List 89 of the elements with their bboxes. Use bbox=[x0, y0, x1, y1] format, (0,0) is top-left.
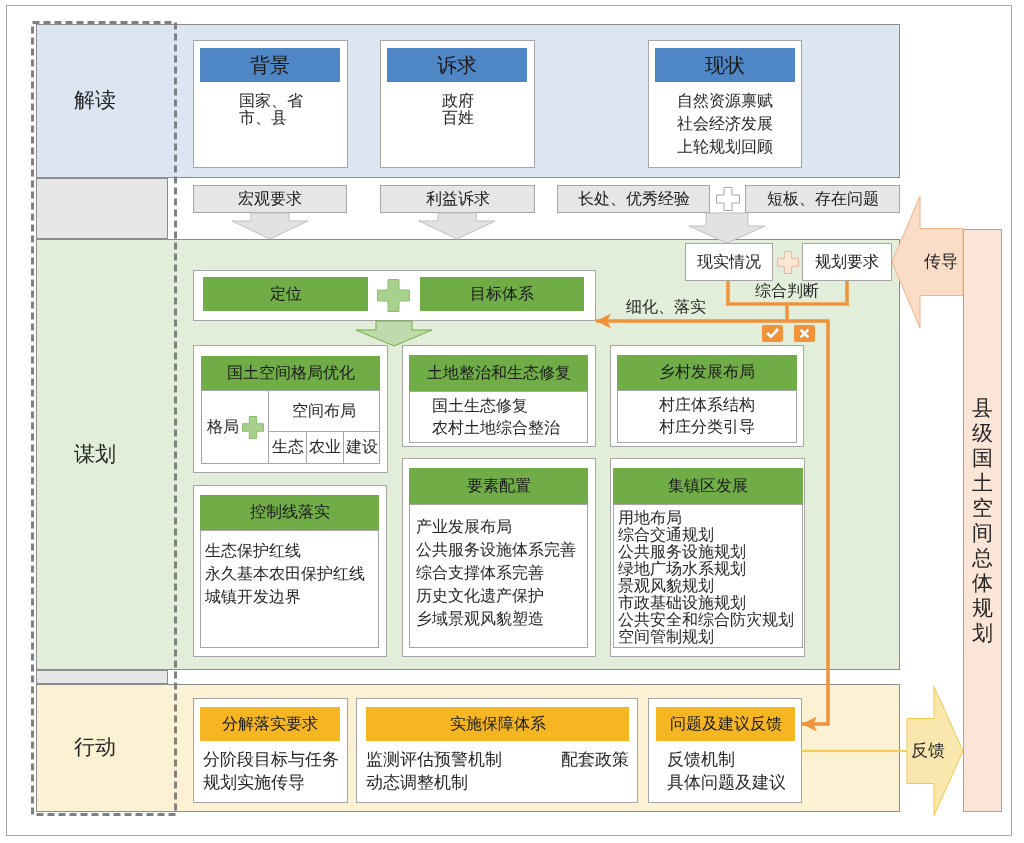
card-text: 生态保护红线 bbox=[205, 541, 301, 561]
card bbox=[648, 40, 802, 168]
connector-line bbox=[845, 281, 849, 302]
card bbox=[193, 345, 388, 473]
block-arrow bbox=[688, 212, 766, 244]
text-box: 短板、存在问题 bbox=[745, 185, 900, 213]
card-text: 公共服务设施规划 bbox=[618, 543, 746, 560]
card bbox=[610, 458, 805, 657]
card-text: 市、县 bbox=[238, 109, 287, 126]
text-box: 长处、优秀经验 bbox=[557, 185, 710, 213]
card-heading: 背景 bbox=[200, 48, 340, 82]
card-text: 社会经济发展 bbox=[677, 114, 773, 134]
card-heading: 乡村发展布局 bbox=[617, 355, 797, 390]
card bbox=[193, 698, 348, 803]
band-label: 谋划 bbox=[74, 441, 116, 468]
card-heading: 分解落实要求 bbox=[200, 707, 340, 741]
card-text: 配套政策 bbox=[561, 749, 629, 771]
band-label: 行动 bbox=[74, 735, 116, 761]
text-box: 宏观要求 bbox=[193, 185, 347, 213]
card-text: 政府 bbox=[441, 92, 474, 109]
card bbox=[402, 345, 596, 447]
vertical-text: 县级国土空间总体规划 bbox=[971, 395, 994, 646]
card-text: 分阶段目标与任务 bbox=[203, 749, 339, 771]
card bbox=[193, 40, 348, 168]
card-heading: 土地整治和生态修复 bbox=[409, 355, 588, 391]
edge-label: 传导 bbox=[922, 251, 960, 273]
card-text: 景观风貌规划 bbox=[618, 577, 714, 594]
card-text: 产业发展布局 bbox=[416, 517, 512, 537]
card-text: 综合支撑体系完善 bbox=[416, 563, 544, 583]
card-heading: 国土空间格局优化 bbox=[201, 356, 380, 390]
card-text: 反馈机制 bbox=[667, 749, 735, 771]
card-text: 综合交通规划 bbox=[618, 526, 714, 543]
text-box: 现实情况 bbox=[685, 243, 773, 281]
card-text: 村庄分类引导 bbox=[659, 417, 755, 437]
block-arrow bbox=[418, 212, 496, 240]
edge-label: 反馈 bbox=[909, 740, 947, 762]
card-text: 国土生态修复 bbox=[432, 396, 528, 416]
card-text: 公共服务设施体系完善 bbox=[416, 540, 576, 560]
label-bar: 目标体系 bbox=[420, 277, 584, 311]
card-text: 监测评估预警机制 bbox=[366, 749, 502, 771]
band bbox=[36, 239, 900, 670]
card-text: 上轮规划回顾 bbox=[677, 137, 773, 157]
arrow bbox=[596, 313, 785, 329]
card-text: 乡域景观风貌塑造 bbox=[416, 609, 544, 629]
card-text: 历史文化遗产保护 bbox=[416, 586, 544, 606]
text-box: 规划要求 bbox=[802, 243, 892, 281]
band-label: 解读 bbox=[74, 88, 116, 114]
block-arrow bbox=[891, 195, 964, 329]
card-heading: 集镇区发展 bbox=[613, 468, 803, 504]
card-heading: 控制线落实 bbox=[200, 495, 379, 530]
card bbox=[610, 345, 804, 447]
text-box: 利益诉求 bbox=[380, 185, 535, 213]
card-text: 用地布局 bbox=[618, 509, 682, 526]
table-cell: 建设 bbox=[343, 431, 380, 464]
card-text: 公共安全和综合防灾规划 bbox=[618, 611, 794, 628]
card-text: 村庄体系结构 bbox=[659, 395, 755, 415]
card-text: 空间管制规划 bbox=[618, 628, 714, 645]
card-heading: 现状 bbox=[655, 48, 795, 82]
vertical-box bbox=[963, 229, 1002, 812]
card-heading: 要素配置 bbox=[409, 468, 588, 504]
card-text: 具体问题及建议 bbox=[667, 772, 786, 794]
card-text: 国家、省 bbox=[238, 92, 303, 109]
card-text: 永久基本农田保护红线 bbox=[205, 564, 365, 584]
annotation: 综合判断 bbox=[753, 281, 821, 301]
card bbox=[193, 485, 387, 657]
block-arrow bbox=[355, 320, 433, 347]
edge-label: 细化、落实 bbox=[624, 297, 708, 317]
block-arrow bbox=[231, 212, 309, 240]
table-cell: 空间布局 bbox=[268, 390, 380, 432]
band bbox=[36, 684, 900, 812]
card bbox=[648, 698, 802, 803]
cell-text: 格局 bbox=[206, 417, 239, 437]
card-text: 百姓 bbox=[441, 109, 474, 126]
container-box bbox=[193, 270, 596, 321]
card-text: 自然资源禀赋 bbox=[677, 91, 773, 111]
card-text: 农村土地综合整治 bbox=[432, 418, 560, 438]
card bbox=[402, 458, 596, 657]
card bbox=[380, 40, 535, 168]
label-bar: 定位 bbox=[203, 277, 368, 311]
card-text: 规划实施传导 bbox=[203, 772, 305, 794]
card-heading: 问题及建议反馈 bbox=[656, 707, 795, 741]
card-heading: 实施保障体系 bbox=[366, 707, 629, 741]
card-text: 城镇开发边界 bbox=[205, 587, 301, 607]
card-text: 市政基础设施规划 bbox=[618, 594, 746, 611]
card-text: 绿地广场水系规划 bbox=[618, 560, 746, 577]
card-text: 动态调整机制 bbox=[366, 772, 468, 794]
card-heading: 诉求 bbox=[387, 48, 527, 82]
card bbox=[356, 698, 638, 803]
band bbox=[36, 24, 900, 178]
